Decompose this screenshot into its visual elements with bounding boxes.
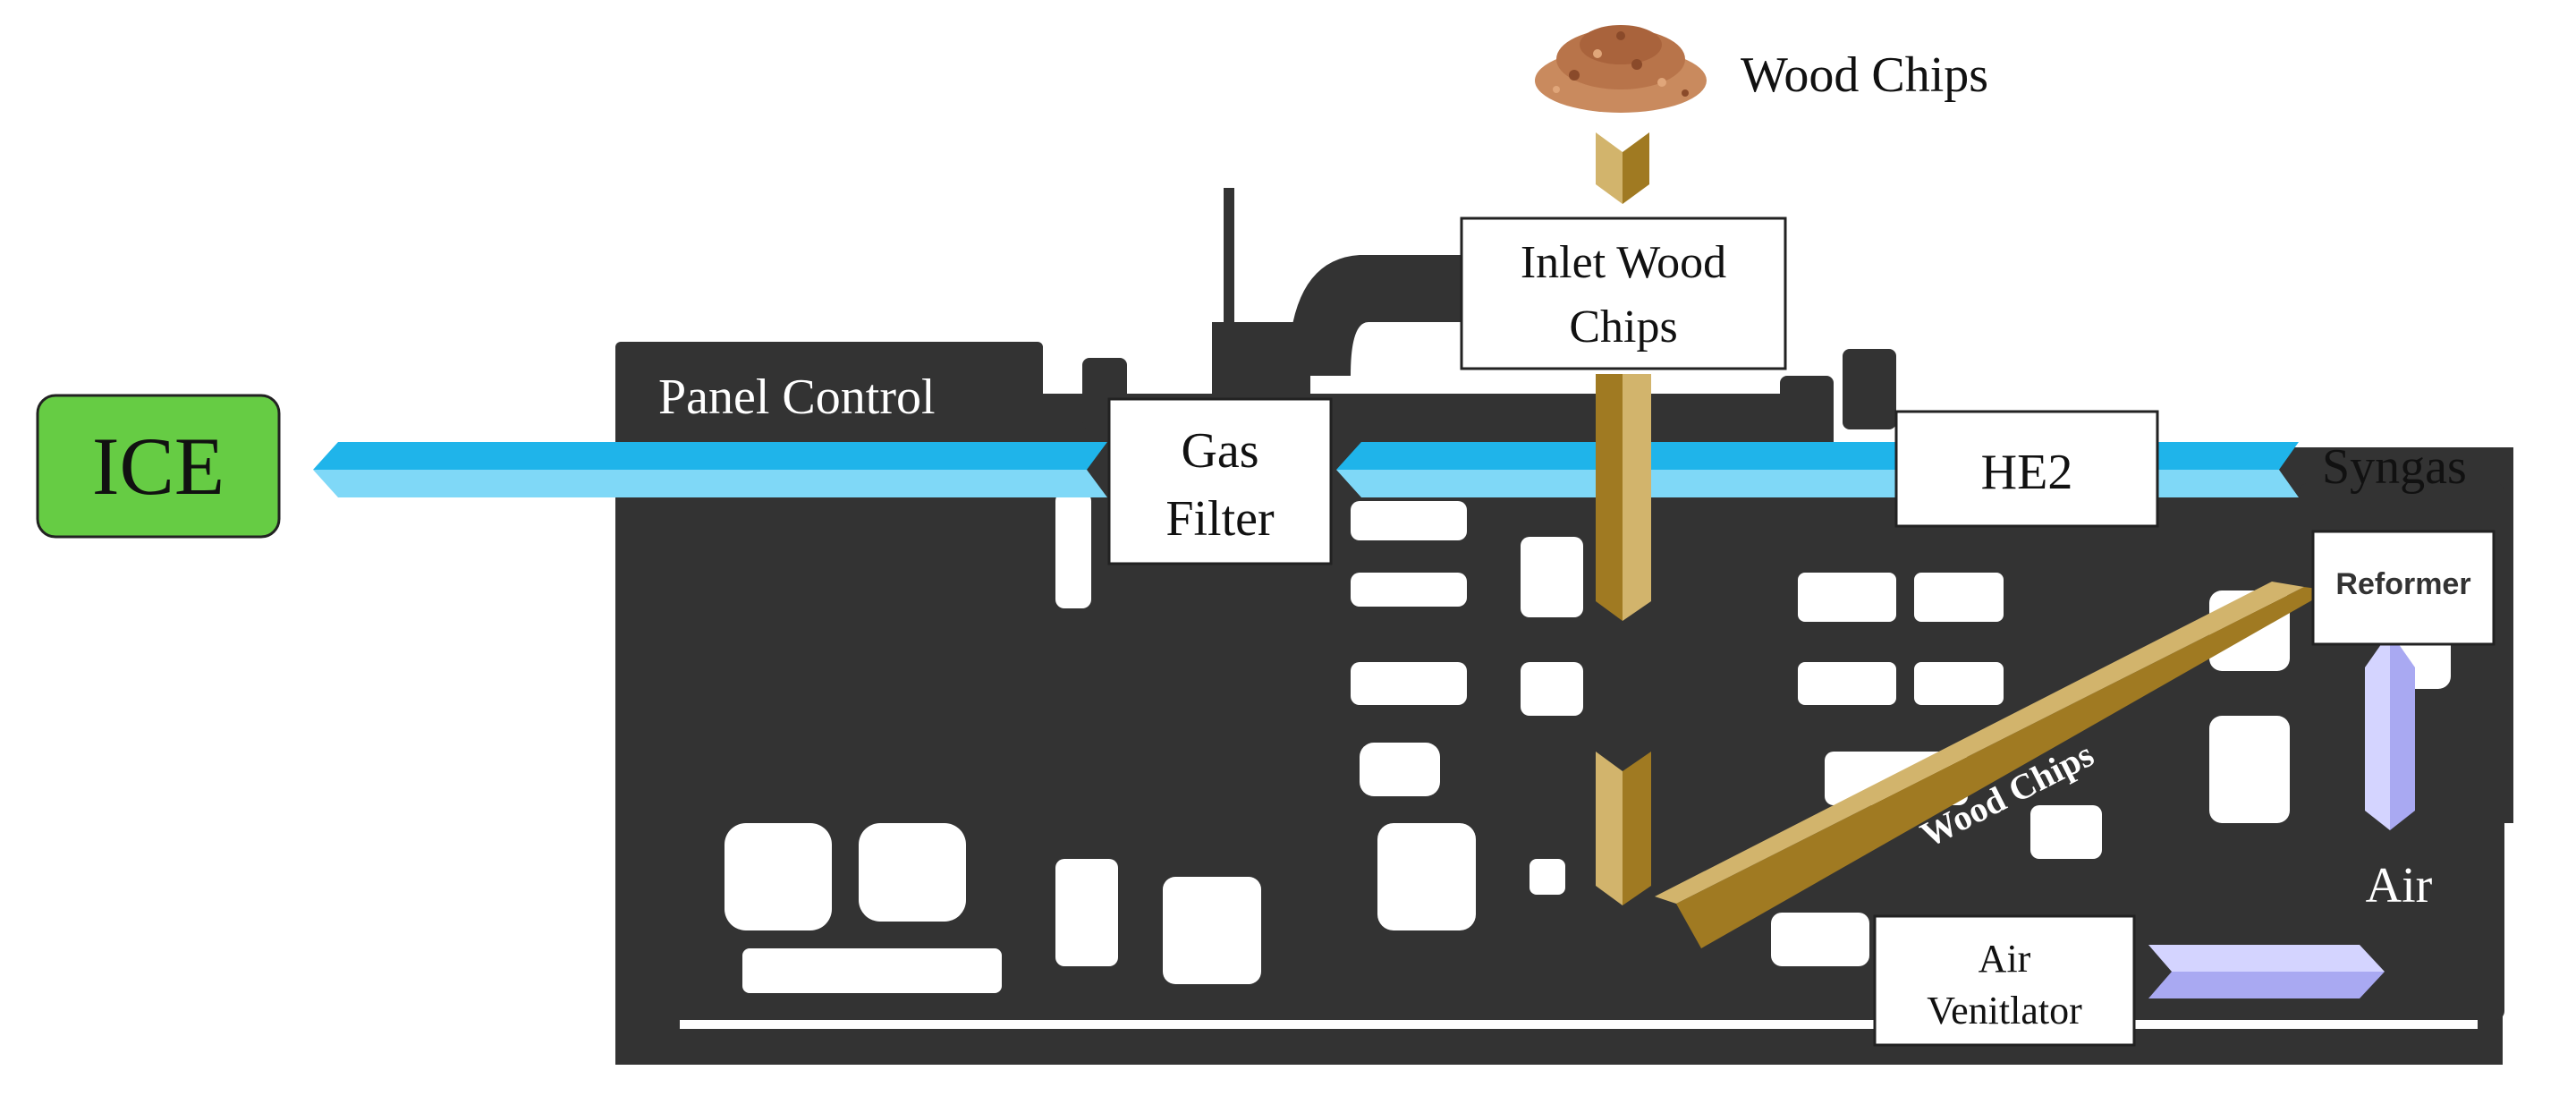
gas-filter-label-line2: Filter [1165,491,1275,547]
ice-box: ICE [36,394,281,539]
panel-control-label: Panel Control [658,370,936,425]
syngas-label: Syngas [2322,439,2467,495]
inlet-wood-chips-label-line1: Inlet Wood [1521,237,1726,288]
he2-box: HE2 [1894,410,2159,528]
ice-label: ICE [92,421,225,512]
wood-chips-flow [1596,132,2329,948]
wood-feed-chevron [1596,132,1649,204]
air-right-arrow [2148,945,2385,998]
inlet-wood-chips-label-line2: Chips [1569,302,1677,353]
wood-chips-pile-icon [1535,25,1707,113]
reformer-box: Reformer [2311,530,2496,646]
syngas-arrow-ice-segment [313,442,1107,497]
wood-chips-source-label: Wood Chips [1741,47,1988,103]
air-flow-arrows [2148,632,2415,998]
inlet-wood-chips-box: Inlet Wood Chips [1460,217,1787,370]
air-label: Air [2366,858,2433,913]
air-up-arrow [2365,632,2415,830]
he2-label: HE2 [1981,445,2073,500]
air-ventilator-label-line2: Venitlator [1927,989,2082,1032]
air-ventilator-box: Air Venitlator [1873,914,2136,1047]
gas-filter-box: Gas Filter [1107,397,1333,565]
reformer-label: Reformer [2335,567,2470,601]
wood-down-arrow-upper [1596,374,1651,621]
wood-down-arrow-lower [1596,752,1651,905]
wood-chips-conveyor-arrow [1655,582,2329,948]
syngas-arrow-he2-segment [2129,442,2299,497]
air-ventilator-label-line1: Air [1979,937,2031,981]
gas-filter-label-line1: Gas [1181,423,1258,479]
